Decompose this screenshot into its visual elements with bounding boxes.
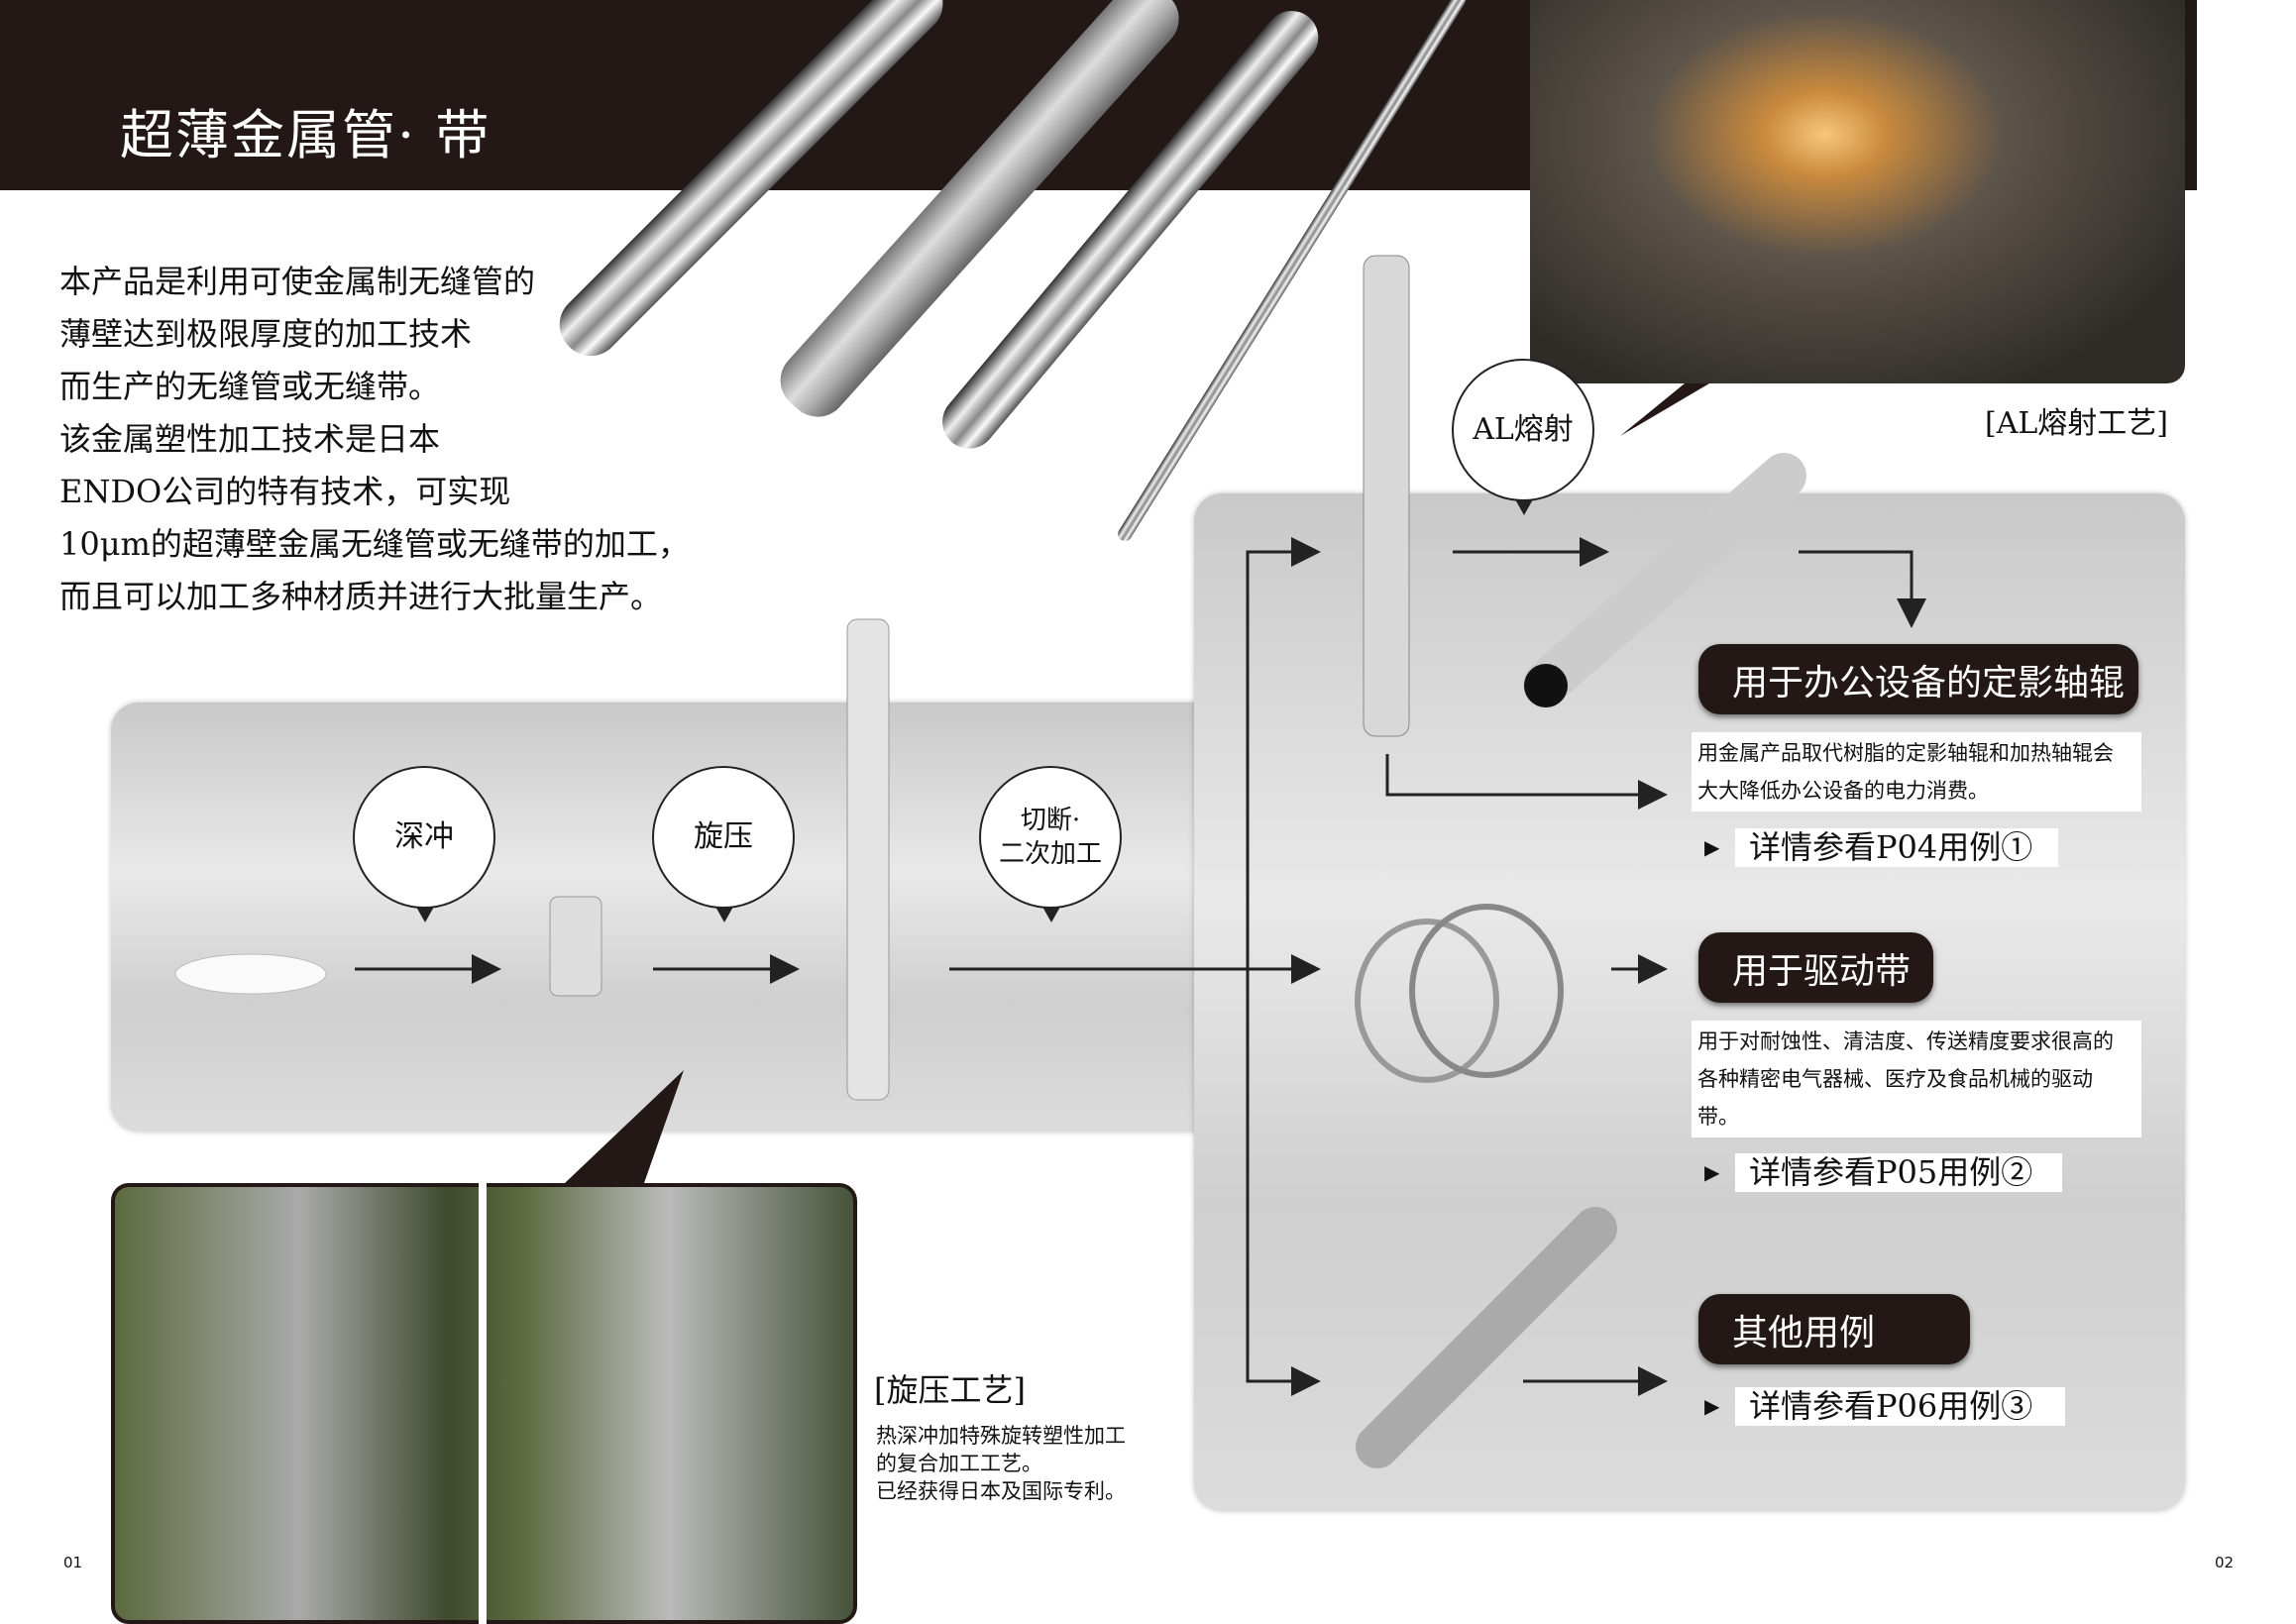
step-label: 旋压 <box>694 819 753 854</box>
al-spray-caption: [AL熔射工艺] <box>1985 406 2168 441</box>
page-number-left: 01 <box>63 1554 83 1571</box>
al-spray-photo <box>1530 0 2185 383</box>
triangle-right-icon: ▶ <box>1704 1160 1720 1184</box>
step-spinning: 旋压 <box>652 766 795 922</box>
use-desc-drive-belt: 用于对耐蚀性、清洁度、传送精度要求很高的 各种精密电气器械、医疗及食品机械的驱动… <box>1692 1021 2141 1137</box>
step-label: AL熔射 <box>1473 412 1574 447</box>
use-desc-fixing-roller: 用金属产品取代树脂的定影轴辊和加热轴辊会 大大降低办公设备的电力消费。 <box>1692 732 2141 812</box>
spinning-text: 热深冲加特殊旋转塑性加工 的复合加工工艺。 已经获得日本及国际专利。 <box>876 1424 1126 1503</box>
step-label: 切断· 二次加工 <box>998 806 1102 869</box>
spinning-caption: [旋压工艺] <box>874 1371 1026 1409</box>
link-p06[interactable]: 详情参看P06用例③ <box>1735 1387 2065 1426</box>
page-title: 超薄金属管· 带 <box>120 104 492 166</box>
use-title-fixing-roller: 用于办公设备的定影轴辊 <box>1698 644 2138 714</box>
link-p04[interactable]: 详情参看P04用例① <box>1735 828 2058 867</box>
page-number-right: 02 <box>2215 1554 2235 1571</box>
photo-divider <box>479 1183 487 1624</box>
step-cutting: 切断· 二次加工 <box>979 766 1122 922</box>
intro-text: 本产品是利用可使金属制无缝管的 薄壁达到极限厚度的加工技术 而生产的无缝管或无缝… <box>59 263 690 615</box>
triangle-right-icon: ▶ <box>1704 1394 1720 1418</box>
triangle-right-icon: ▶ <box>1704 835 1720 859</box>
link-p05[interactable]: 详情参看P05用例② <box>1735 1153 2062 1192</box>
step-al-spray: AL熔射 <box>1452 359 1594 515</box>
use-title-other: 其他用例 <box>1698 1294 1970 1364</box>
step-deep-drawing: 深冲 <box>353 766 495 922</box>
use-title-drive-belt: 用于驱动带 <box>1698 932 1933 1003</box>
step-label: 深冲 <box>394 819 454 854</box>
